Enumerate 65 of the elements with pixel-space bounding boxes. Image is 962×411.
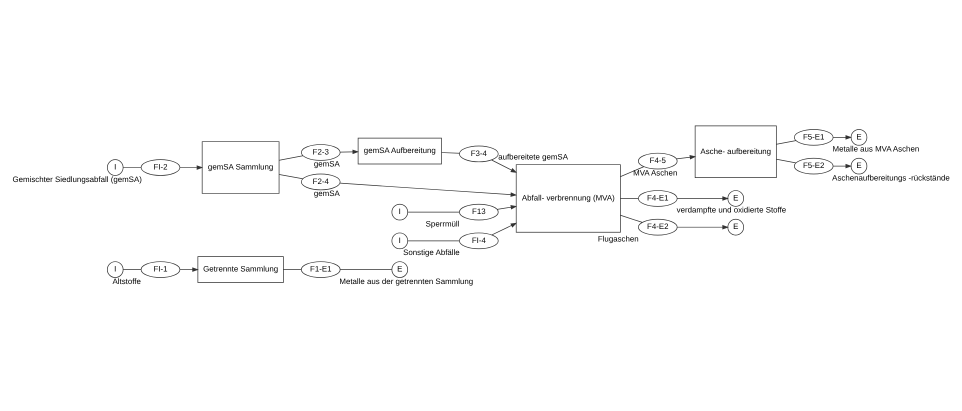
arrow [832, 163, 852, 168]
node-ellipse: F4-E2 [638, 218, 678, 235]
node-label: aufbereitete gemSA [498, 152, 568, 162]
node-circle: I [106, 260, 124, 278]
node-circle: I [392, 203, 408, 220]
connector [408, 240, 460, 241]
arrow [491, 159, 518, 172]
node-ellipse: F1-E1 [300, 260, 340, 278]
connector [620, 166, 644, 176]
connector [278, 174, 304, 179]
node-ellipse: F5-E2 [794, 157, 834, 174]
connector [278, 154, 304, 160]
arrow [496, 204, 518, 210]
connector [122, 268, 142, 270]
node-box: Getrennte Sammlung [198, 256, 284, 282]
arrow [676, 154, 696, 160]
node-ellipse: F2-4 [300, 173, 340, 190]
node-label: Altstoffe [112, 276, 141, 286]
node-box: Asche- aufbereitung [694, 125, 777, 178]
connector [776, 140, 796, 144]
node-circle: E [727, 190, 744, 206]
node-label: MVA Aschen [633, 168, 678, 177]
arrow [676, 196, 729, 200]
node-label: Flugaschen [598, 234, 639, 243]
node-label: Metalle aus MVA Aschen [832, 144, 920, 154]
node-ellipse: F2-3 [300, 144, 340, 160]
node-box: Abfall- verbrennung (MVA) [516, 164, 621, 232]
arrow [180, 266, 199, 272]
node-circle: E [850, 157, 868, 174]
node-ellipse: F4-E1 [638, 190, 678, 206]
arrow [676, 224, 729, 229]
node-ellipse: F13 [459, 203, 499, 220]
node-ellipse: F3-4 [459, 145, 499, 162]
node-ellipse: FI-4 [459, 232, 499, 249]
connector [776, 158, 796, 163]
node-label: gemSA [314, 159, 340, 168]
connector [122, 166, 142, 168]
connector [620, 214, 643, 222]
node-box: gemSA Sammlung [202, 140, 280, 194]
connector [340, 268, 392, 270]
node-circle: E [727, 218, 744, 235]
node-ellipse: FI-1 [140, 260, 180, 278]
node-label: Gemischter Siedlungsabfall (gemSA) [12, 174, 142, 184]
arrow [832, 134, 852, 140]
node-label: verdampfte und oxidierte Stoffe [676, 205, 786, 214]
node-label: Metalle aus der getrennten Sammlung [339, 276, 474, 286]
arrow [340, 182, 518, 196]
connector [441, 152, 460, 154]
connector [283, 268, 302, 270]
node-label: Aschenaufbereitungs -rückstände [832, 172, 950, 182]
node-circle: E [850, 128, 868, 146]
node-label: gemSA [314, 188, 340, 198]
node-ellipse: F5-E1 [794, 128, 834, 146]
node-label: Sperrmüll [426, 218, 460, 228]
node-circle: E [392, 260, 408, 278]
node-ellipse: F4-5 [638, 152, 678, 169]
node-box: gemSA Aufbereitung [358, 137, 442, 164]
node-circle: I [392, 232, 408, 249]
arrow [180, 164, 204, 170]
connector [408, 211, 460, 212]
node-circle: I [106, 158, 124, 176]
node-ellipse: FI-2 [140, 158, 180, 176]
arrow [491, 222, 518, 235]
arrow [340, 149, 359, 154]
node-label: Sonstige Abfälle [403, 248, 460, 257]
